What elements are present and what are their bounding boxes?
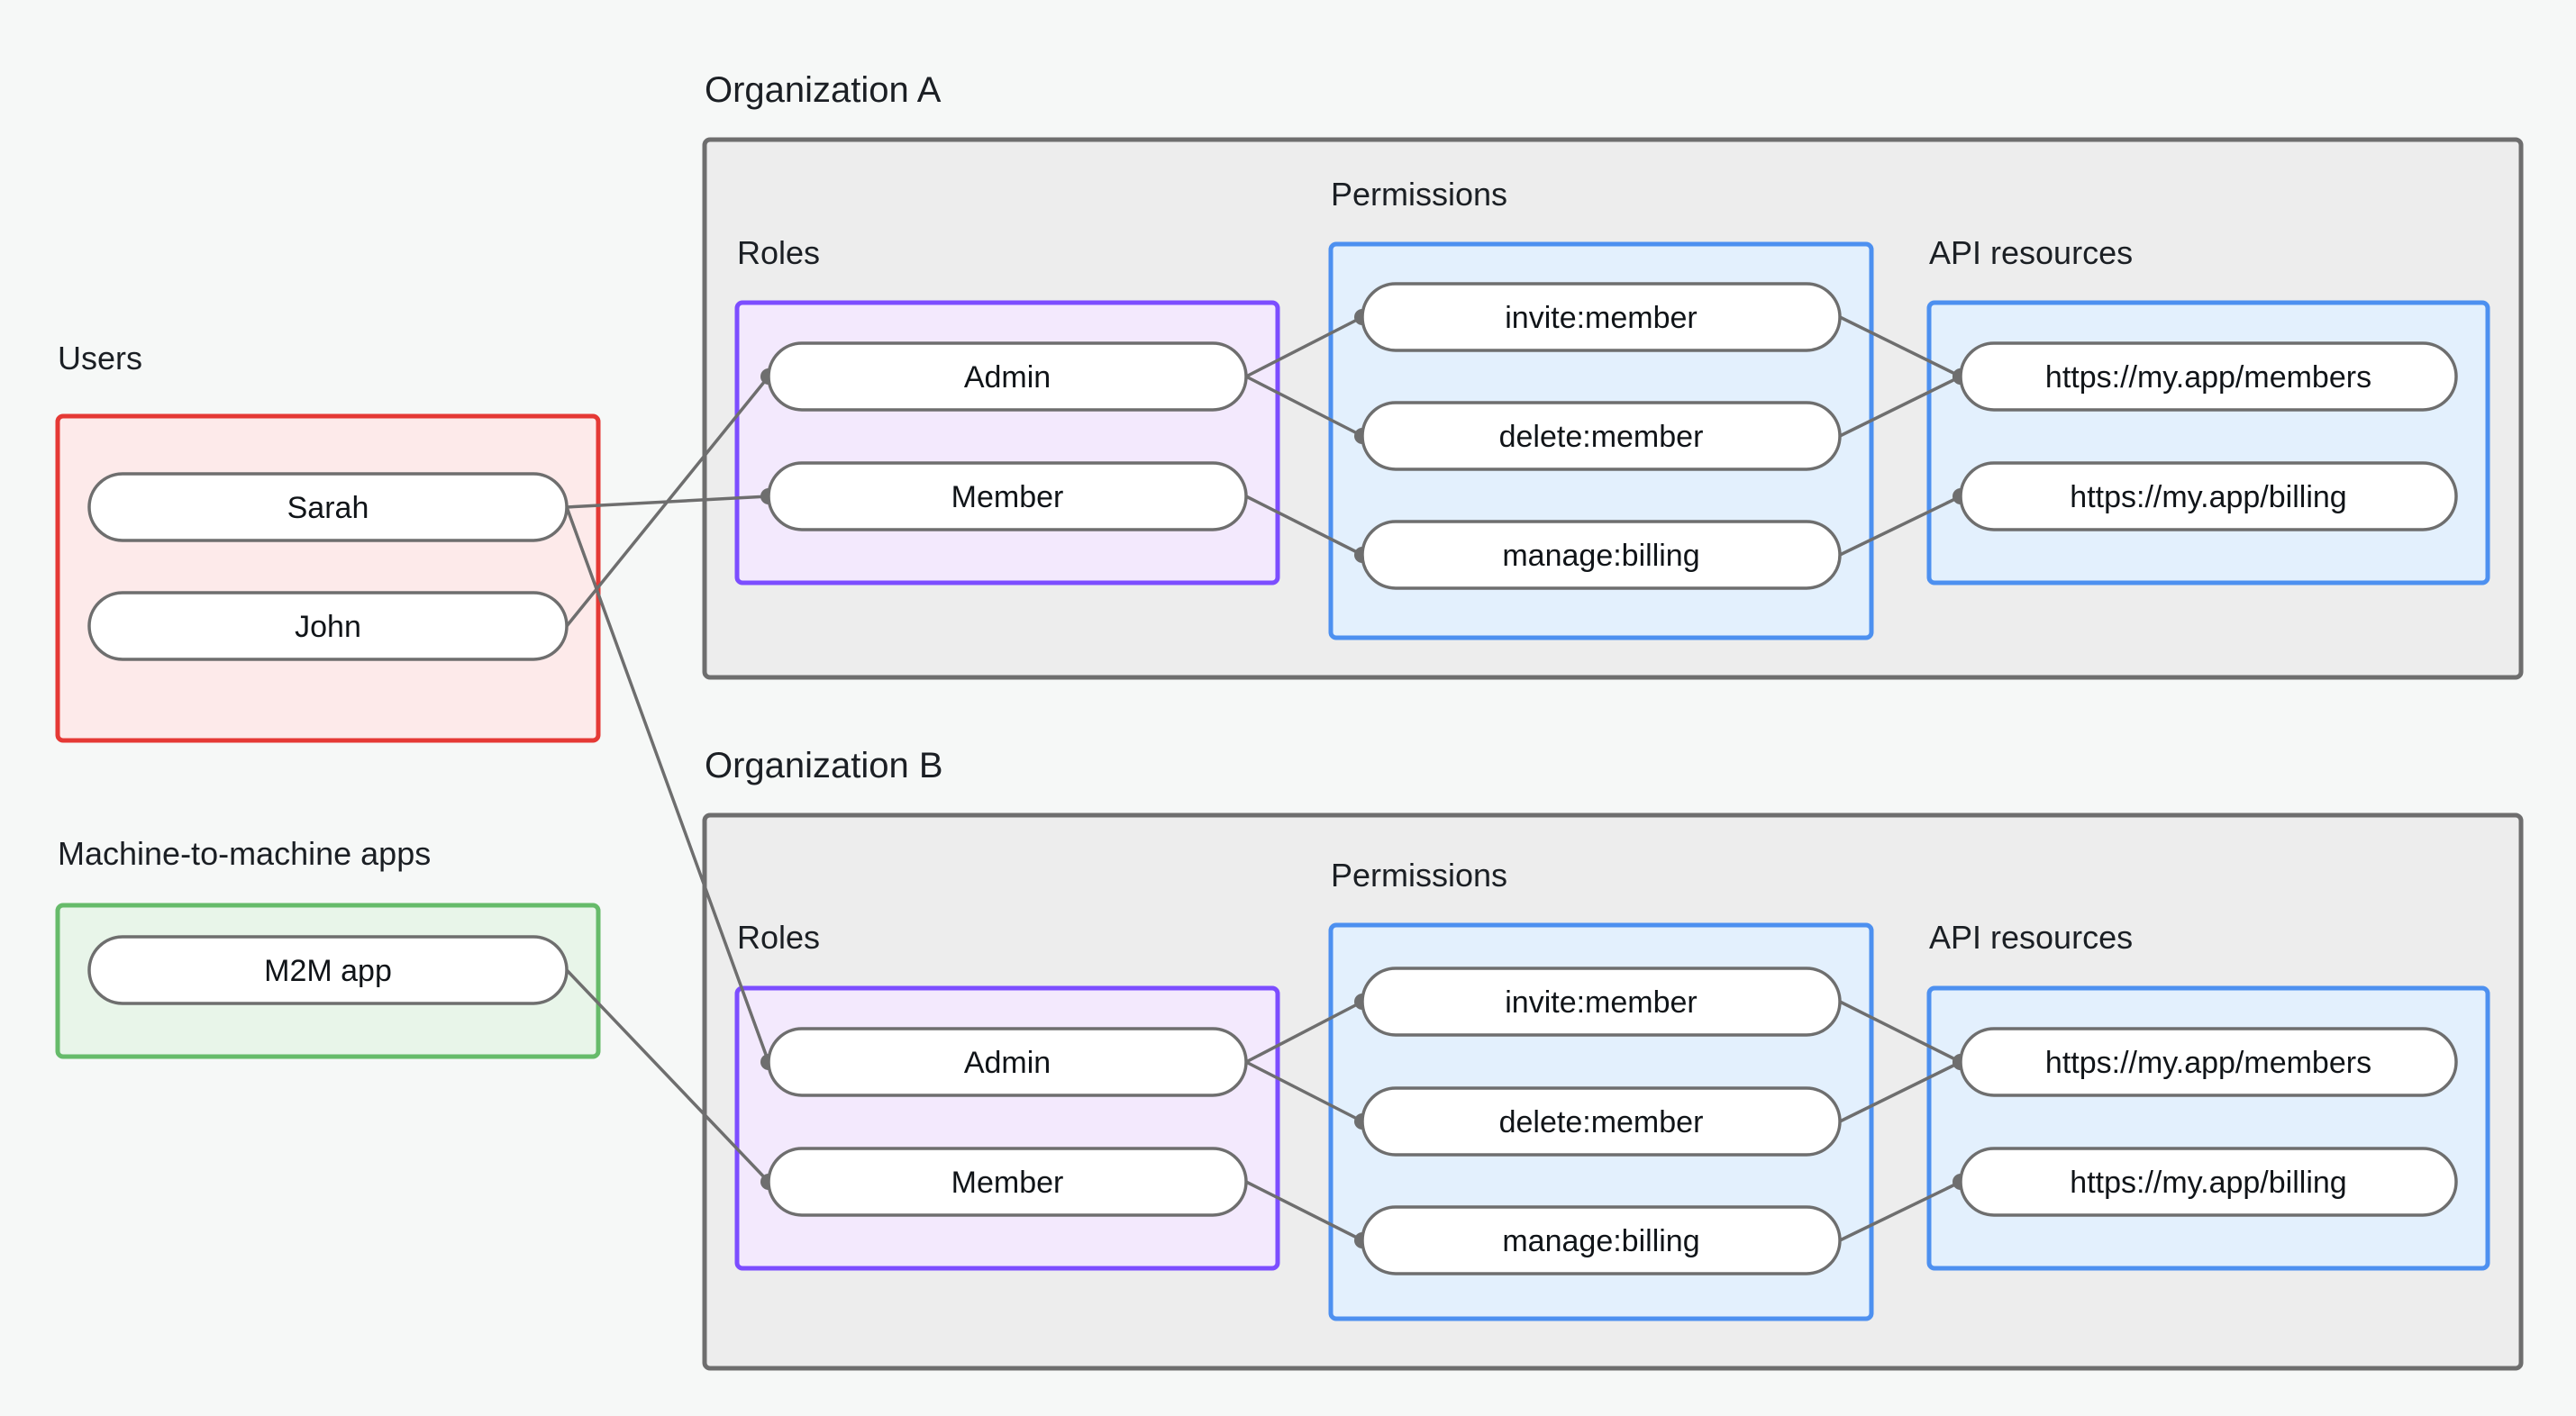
connection-line — [565, 968, 770, 1184]
role-node[interactable]: Member — [767, 1147, 1248, 1217]
connection-line — [1839, 495, 1962, 557]
role-node-label: Admin — [964, 1046, 1051, 1080]
api-resource-node-label: https://my.app/members — [2045, 360, 2371, 395]
user-node-label: John — [295, 610, 361, 644]
connection-line — [1839, 375, 1962, 438]
org-a-caption: Organization A — [705, 70, 942, 110]
permission-node-label: delete:member — [1499, 1105, 1704, 1139]
permission-node-shape[interactable] — [1361, 401, 1842, 471]
role-node[interactable]: Admin — [767, 1027, 1248, 1097]
role-node-label: Member — [951, 1166, 1064, 1200]
api-resource-node-shape[interactable] — [1959, 461, 2458, 531]
user-node-shape[interactable] — [87, 472, 569, 542]
role-node-label: Admin — [964, 360, 1051, 395]
permission-node-label: manage:billing — [1502, 539, 1699, 573]
role-node-shape[interactable] — [767, 341, 1248, 412]
org-b-caption: Organization B — [705, 746, 943, 785]
users-group-box — [55, 413, 601, 743]
api-resource-node-label: https://my.app/billing — [2070, 480, 2346, 514]
role-node-shape[interactable] — [767, 1027, 1248, 1097]
api-resource-node-shape[interactable] — [1959, 1027, 2458, 1097]
connection-line — [1245, 375, 1363, 438]
role-node-shape[interactable] — [767, 461, 1248, 531]
org-a-permissions-caption: Permissions — [1331, 176, 1507, 213]
api-resource-node[interactable]: https://my.app/billing — [1959, 1147, 2458, 1217]
connection-line — [1245, 1060, 1363, 1123]
org-b-permissions-caption: Permissions — [1331, 857, 1507, 894]
api-resource-node[interactable]: https://my.app/members — [1959, 1027, 2458, 1097]
user-node-label: Sarah — [287, 491, 369, 525]
permission-node-shape[interactable] — [1361, 1205, 1842, 1275]
connection-line — [1839, 1060, 1962, 1123]
permission-node-shape[interactable] — [1361, 1086, 1842, 1157]
machine-app-node-label: M2M app — [264, 954, 392, 988]
permission-node-shape[interactable] — [1361, 967, 1842, 1037]
role-node-shape[interactable] — [767, 1147, 1248, 1217]
connection-line — [1839, 1000, 1962, 1064]
connection-line — [1839, 315, 1962, 378]
connection-line — [565, 506, 770, 1063]
connection-line — [565, 375, 770, 628]
permission-node-shape[interactable] — [1361, 520, 1842, 590]
permission-node-label: manage:billing — [1502, 1224, 1699, 1258]
org-a-api-resources-caption: API resources — [1929, 234, 2133, 271]
connection-line — [1839, 1180, 1962, 1242]
permission-node-label: invite:member — [1505, 301, 1698, 335]
users-group-caption: Users — [58, 340, 142, 377]
api-resource-node-label: https://my.app/members — [2045, 1046, 2371, 1080]
permission-node-shape[interactable] — [1361, 282, 1842, 352]
permission-node[interactable]: delete:member — [1361, 401, 1842, 471]
api-resource-node[interactable]: https://my.app/members — [1959, 341, 2458, 412]
machine-app-node-shape[interactable] — [87, 935, 569, 1005]
user-node-shape[interactable] — [87, 591, 569, 661]
connection-line — [1245, 1180, 1363, 1242]
permission-node[interactable]: invite:member — [1361, 967, 1842, 1037]
user-node[interactable]: Sarah — [87, 472, 569, 542]
machine-apps-group-caption: Machine-to-machine apps — [58, 835, 431, 872]
role-node[interactable]: Admin — [767, 341, 1248, 412]
connection-line — [1245, 315, 1363, 378]
machine-app-node[interactable]: M2M app — [87, 935, 569, 1005]
api-resource-node[interactable]: https://my.app/billing — [1959, 461, 2458, 531]
permission-node-label: delete:member — [1499, 420, 1704, 454]
api-resource-node-label: https://my.app/billing — [2070, 1166, 2346, 1200]
org-b-roles-caption: Roles — [737, 919, 820, 956]
connection-line — [1245, 495, 1363, 557]
permission-node[interactable]: delete:member — [1361, 1086, 1842, 1157]
org-b-api-resources-caption: API resources — [1929, 919, 2133, 956]
api-resource-node-shape[interactable] — [1959, 341, 2458, 412]
connection-line — [1245, 1000, 1363, 1064]
permission-node[interactable]: manage:billing — [1361, 1205, 1842, 1275]
permission-node-label: invite:member — [1505, 985, 1698, 1020]
role-node-label: Member — [951, 480, 1064, 514]
role-node[interactable]: Member — [767, 461, 1248, 531]
permission-node[interactable]: invite:member — [1361, 282, 1842, 352]
org-a-roles-caption: Roles — [737, 234, 820, 271]
user-node[interactable]: John — [87, 591, 569, 661]
permission-node[interactable]: manage:billing — [1361, 520, 1842, 590]
api-resource-node-shape[interactable] — [1959, 1147, 2458, 1217]
